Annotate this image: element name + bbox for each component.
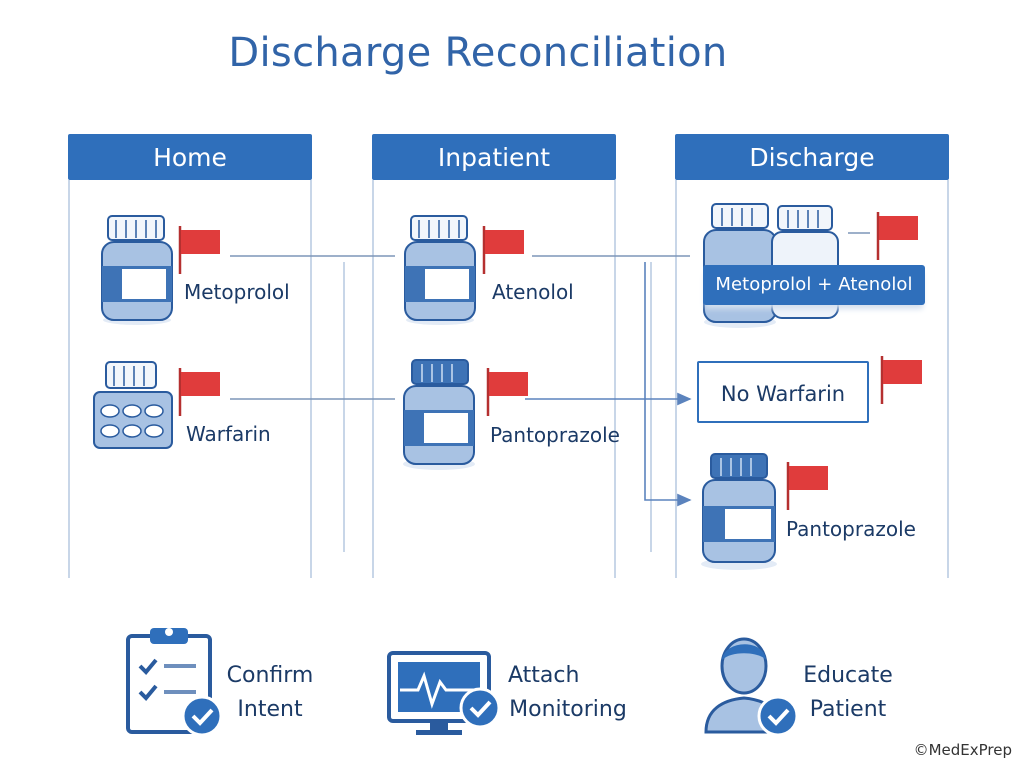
discharge-stopped-label: No Warfarin	[720, 382, 846, 406]
column-divider	[675, 180, 677, 578]
red-flag-icon	[484, 366, 532, 422]
action-label-line: Monitoring	[509, 697, 627, 722]
action-label-line: Confirm	[226, 663, 314, 688]
person-check-icon	[702, 630, 806, 742]
copyright: ©MedExPrep	[913, 741, 1012, 759]
red-flag-icon	[784, 460, 832, 516]
red-flag-icon	[176, 224, 224, 280]
action-label-line: Attach	[508, 663, 580, 688]
action-label-line: Intent	[237, 697, 303, 722]
inpatient-med-atenolol: Atenolol	[492, 280, 574, 304]
red-flag-icon	[480, 224, 528, 280]
column-divider	[68, 180, 70, 578]
action-confirm-intent: Confirm Intent	[220, 659, 320, 727]
pill-bottle-icon	[100, 212, 175, 331]
column-divider	[947, 180, 949, 578]
column-header-inpatient: Inpatient	[372, 134, 616, 180]
red-flag-icon	[874, 210, 922, 266]
home-med-warfarin: Warfarin	[186, 422, 271, 446]
action-label-line: Patient	[809, 697, 887, 722]
column-divider	[650, 262, 652, 552]
column-header-discharge: Discharge	[675, 134, 949, 180]
home-med-metoprolol: Metoprolol	[184, 280, 290, 304]
clipboard-check-icon	[124, 626, 226, 742]
discharge-combined-label: Metoprolol + Atenolol	[715, 274, 913, 295]
pill-bottle-icon	[697, 450, 781, 576]
inpatient-med-pantoprazole: Pantoprazole	[490, 423, 620, 447]
action-label-line: Educate	[803, 663, 893, 688]
page-title: Discharge Reconciliation	[228, 30, 728, 76]
monitor-heartbeat-icon	[386, 650, 504, 746]
action-attach-monitoring: Attach Monitoring	[500, 659, 636, 727]
pill-bottle-icon	[400, 356, 478, 475]
column-divider	[343, 262, 345, 552]
column-divider	[614, 180, 616, 578]
pill-bottle-icon	[403, 212, 478, 331]
red-flag-icon	[176, 366, 224, 422]
discharge-med-pantoprazole: Pantoprazole	[786, 517, 916, 541]
column-divider	[372, 180, 374, 578]
column-header-home: Home	[68, 134, 312, 180]
combined-med-bar: Metoprolol + Atenolol	[703, 265, 925, 305]
column-divider	[310, 180, 312, 578]
red-flag-icon	[878, 354, 926, 410]
pill-pack-icon	[92, 358, 177, 457]
action-educate-patient: Educate Patient	[796, 659, 900, 727]
discharge-stopped-box: No Warfarin	[697, 361, 869, 423]
